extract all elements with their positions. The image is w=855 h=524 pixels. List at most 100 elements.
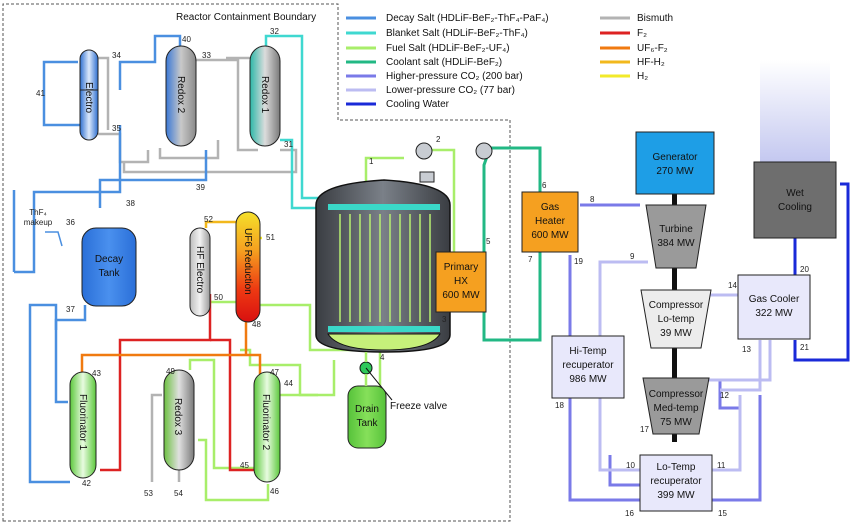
primary-hx-label-2: HX	[454, 276, 468, 287]
drain-tank-label-1: Drain	[355, 404, 379, 415]
stream-label-39: 39	[196, 183, 205, 192]
stream-label-4: 4	[380, 353, 385, 362]
stream-11-pipe	[705, 395, 742, 472]
stream-label-3: 3	[442, 315, 447, 324]
stream-label-54: 54	[174, 489, 183, 498]
uf6-reduction-column	[235, 211, 261, 323]
stream-53-pipe	[150, 393, 162, 482]
gas-heater-label-2: Heater	[535, 216, 566, 227]
stream-label-11: 11	[717, 461, 726, 470]
thf4-makeup-pipe	[45, 231, 63, 247]
redox1-label: Redox 1	[259, 76, 270, 114]
stream-label-52: 52	[204, 215, 213, 224]
stream-numbers: 1 2 3 4 5 6 7 8 9 10 11 12 13 14 15 16 1…	[36, 27, 809, 518]
stream-label-2: 2	[436, 135, 441, 144]
generator-label-2: 270 MW	[656, 166, 694, 177]
stream-13-pipe	[700, 340, 772, 382]
stream-label-9: 9	[630, 252, 635, 261]
gas-cooler	[737, 274, 811, 340]
stream-label-38: 38	[126, 199, 135, 208]
stream-label-8: 8	[590, 195, 595, 204]
fuel-pump	[415, 142, 435, 183]
redox3-column	[163, 369, 195, 471]
redox3-label: Redox 3	[172, 398, 183, 436]
wet-cooling-plume	[760, 60, 830, 162]
generator	[635, 131, 715, 195]
bismuth-loop-pipe	[122, 148, 298, 174]
stream-label-14: 14	[728, 281, 737, 290]
hitemp-label-3: 986 MW	[569, 374, 607, 385]
stream-label-15: 15	[718, 509, 727, 518]
stream-label-12: 12	[720, 391, 729, 400]
stream-9-pipe	[598, 260, 648, 336]
stream-label-46: 46	[270, 487, 279, 496]
reactor-plenum	[327, 333, 441, 351]
compressor-med	[642, 377, 710, 435]
electro-column	[79, 49, 99, 141]
decay-tank-label-2: Tank	[98, 268, 120, 279]
primary-hx	[435, 251, 487, 313]
stream-43-pipe	[80, 353, 262, 380]
stream-label-53: 53	[144, 489, 153, 498]
primary-hx-label-1: Primary	[444, 262, 478, 273]
reactor-core-top	[328, 204, 440, 210]
redox2-label: Redox 2	[175, 76, 186, 114]
stream-label-31: 31	[284, 140, 293, 149]
hitemp-label-2: recuperator	[562, 360, 614, 371]
generator-label-1: Generator	[652, 152, 698, 163]
turbine	[645, 204, 707, 269]
stream-label-1: 1	[369, 157, 374, 166]
stream-label-37: 37	[66, 305, 75, 314]
legend: Decay Salt (HDLiF-BeF₂-ThF₄-PaF₄) Blanke…	[346, 13, 673, 110]
stream-label-6: 6	[542, 181, 547, 190]
stream-label-36: 36	[66, 218, 75, 227]
drain-tank-label-2: Tank	[356, 418, 378, 429]
stream-label-49: 49	[166, 367, 175, 376]
stream-33-pipe	[196, 58, 258, 152]
stream-label-18: 18	[555, 401, 564, 410]
gas-heater	[521, 191, 579, 253]
lotemp-label-1: Lo-Temp	[657, 462, 696, 473]
hitemp-label-1: Hi-Temp	[569, 346, 607, 357]
stream-label-33a: 33	[202, 51, 211, 60]
compressor-lo-label-3: 39 MW	[660, 328, 692, 339]
legend-label-f2: F₂	[637, 28, 647, 39]
stream-label-5: 5	[486, 237, 491, 246]
freeze-valve-label: Freeze valve	[390, 401, 448, 412]
redox2-column	[165, 45, 197, 147]
stream-label-13: 13	[742, 345, 751, 354]
stream-label-42: 42	[82, 479, 91, 488]
compressor-med-label-2: Med-temp	[653, 403, 698, 414]
stream-label-7: 7	[528, 255, 533, 264]
stream-45-pipe	[188, 358, 258, 470]
legend-label-h2: H₂	[637, 71, 648, 82]
legend-label-lp-co2: Lower-pressure CO₂ (77 bar)	[386, 85, 515, 96]
legend-label-fuel: Fuel Salt (HDLiF-BeF₂-UF₄)	[386, 43, 510, 54]
wet-cooling-label-1: Wet	[786, 188, 804, 199]
legend-label-hp-co2: Higher-pressure CO₂ (200 bar)	[386, 71, 523, 82]
decay-salt-pipes	[12, 34, 208, 484]
f2-pipe	[100, 294, 212, 472]
turbine-label-2: 384 MW	[657, 238, 695, 249]
stream-32-pipe	[264, 34, 322, 200]
decay-tank-label-1: Decay	[95, 254, 123, 265]
stream-21-pipe	[793, 182, 850, 362]
compressor-lo	[640, 289, 712, 349]
stream-label-16: 16	[625, 509, 634, 518]
bismuth-pipes	[98, 56, 298, 482]
stream-label-10: 10	[626, 461, 635, 470]
stream-label-20: 20	[800, 265, 809, 274]
turbine-label-1: Turbine	[659, 224, 693, 235]
compressor-lo-label-2: Lo-temp	[658, 314, 695, 325]
boundary-label: Reactor Containment Boundary	[176, 12, 316, 23]
legend-label-coolant: Coolant salt (HDLiF-BeF₂)	[386, 57, 502, 68]
reactor-fuel-channels	[339, 214, 431, 322]
hf-electro-label: HF Electro	[194, 246, 205, 294]
stream-label-44: 44	[284, 379, 293, 388]
gas-cooler-label-1: Gas Cooler	[749, 294, 800, 305]
stream-7-pipe	[482, 240, 542, 342]
thf4-makeup-label-1: ThF₄	[29, 208, 47, 217]
legend-label-blanket: Blanket Salt (HDLiF-BeF₂-ThF₄)	[386, 28, 528, 39]
freeze-valve-leader	[365, 367, 393, 401]
stream-42-pipe	[28, 303, 70, 484]
